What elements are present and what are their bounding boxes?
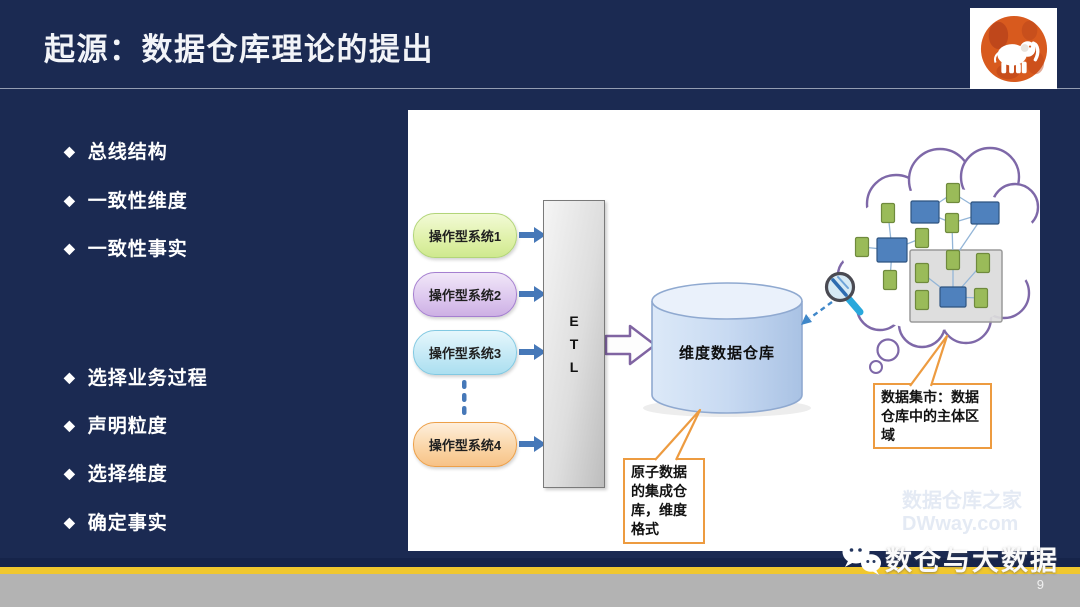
- bullet-item: ◆ 声明粒度: [64, 411, 168, 438]
- etl-box: E T L: [543, 200, 605, 488]
- diamond-bullet-icon: ◆: [64, 239, 76, 256]
- source-system-3: 操作型系统3: [413, 330, 517, 375]
- diamond-bullet-icon: ◆: [64, 513, 76, 530]
- bullet-item: ◆ 选择业务过程: [64, 363, 208, 390]
- etl-to-warehouse-arrow: [604, 324, 657, 366]
- callout-data-mart: 数据集市：数据仓库中的主体区域: [873, 383, 992, 449]
- source-system-4: 操作型系统4: [413, 422, 517, 467]
- logo: [970, 8, 1057, 89]
- bullet-label: 一致性维度: [87, 191, 188, 212]
- diamond-bullet-icon: ◆: [64, 464, 76, 481]
- magnifier-icon: [824, 271, 864, 316]
- network-nodes-green: [854, 182, 991, 311]
- warehouse-cylinder: [651, 301, 803, 414]
- ellipsis-dots-icon: [462, 380, 467, 415]
- title-underline: [0, 88, 1080, 89]
- flow-arrows: [519, 227, 546, 452]
- page-number: 9: [1036, 577, 1044, 592]
- bullet-label: 一致性事实: [87, 239, 188, 260]
- elephant-logo-icon: [980, 15, 1047, 82]
- diamond-bullet-icon: ◆: [64, 416, 76, 433]
- bullet-label: 总线结构: [87, 142, 168, 163]
- footer-navy-stripe: [0, 558, 1080, 567]
- diamond-bullet-icon: ◆: [64, 191, 76, 208]
- diamond-bullet-icon: ◆: [64, 142, 76, 159]
- brand-name: 数仓与大数据: [885, 546, 1059, 576]
- bullet-item: ◆ 选择维度: [64, 459, 168, 486]
- bullet-item: ◆ 确定事实: [64, 508, 168, 535]
- bullet-label: 声明粒度: [87, 416, 168, 437]
- network-nodes-blue: [876, 200, 1000, 308]
- page-title: 起源：数据仓库理论的提出: [44, 32, 434, 67]
- bullet-item: ◆ 一致性维度: [64, 186, 188, 213]
- cloud-tail-large: [876, 338, 900, 362]
- source-system-2: 操作型系统2: [413, 272, 517, 317]
- dashed-arrow: [801, 301, 833, 325]
- bullet-item: ◆ 总线结构: [64, 137, 168, 164]
- bullet-label: 选择业务过程: [87, 368, 208, 389]
- bullet-item: ◆ 一致性事实: [64, 234, 188, 261]
- cloud-tail-small: [869, 360, 883, 374]
- diagram-canvas: [462, 146, 1040, 452]
- diamond-bullet-icon: ◆: [64, 368, 76, 385]
- wechat-icon: [842, 540, 881, 575]
- source-system-1: 操作型系统1: [413, 213, 517, 258]
- callout-atomic-warehouse: 原子数据的集成仓库，维度格式: [623, 458, 705, 544]
- bullet-label: 确定事实: [87, 513, 168, 534]
- warehouse-label: 维度数据仓库: [678, 345, 775, 362]
- watermark: 数据仓库之家 DWway.com: [902, 490, 1022, 535]
- brand-badge: 数仓与大数据: [841, 539, 1059, 578]
- diagram-panel: 操作型系统1 操作型系统2 操作型系统3 操作型系统4 E T L 维度数据仓库…: [408, 110, 1040, 551]
- bullet-label: 选择维度: [87, 464, 168, 485]
- footer-gray-bar: [0, 574, 1080, 607]
- footer-gold-stripe: [0, 567, 1080, 574]
